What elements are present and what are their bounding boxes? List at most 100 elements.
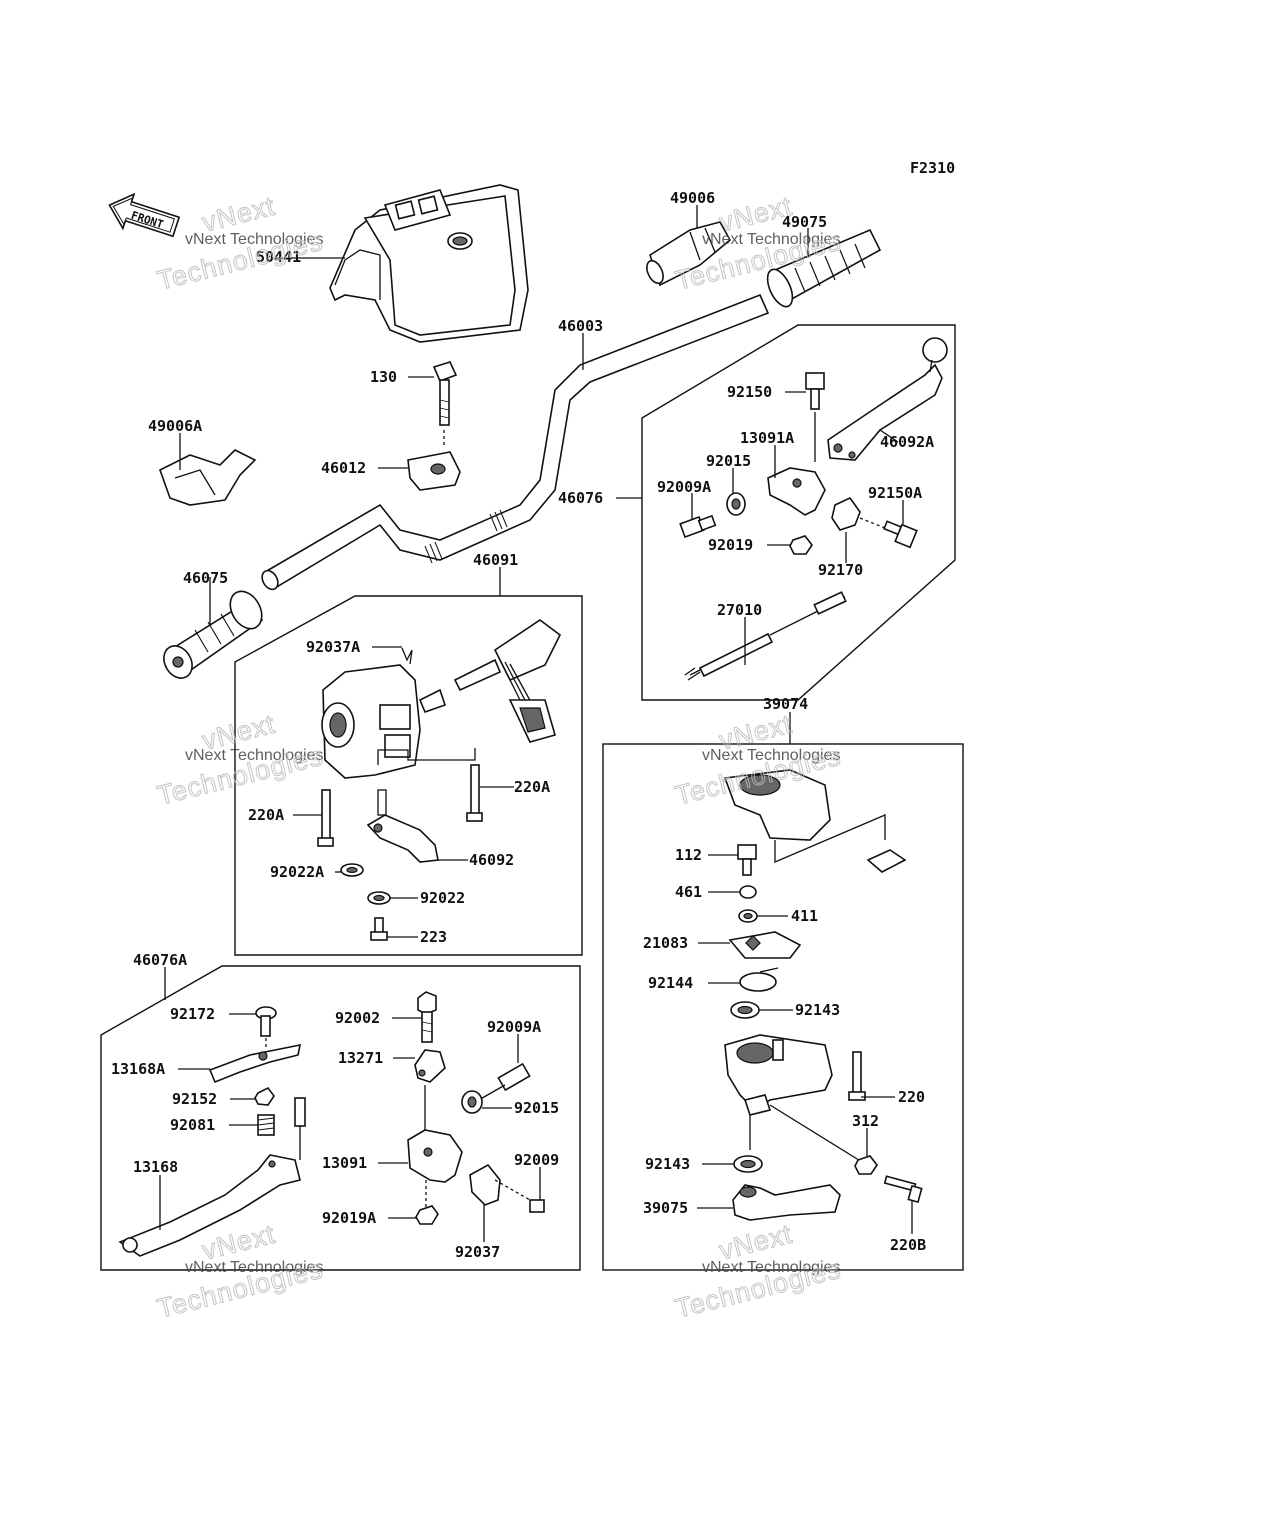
grip-left-drawing (163, 590, 264, 679)
label-46012: 46012 (321, 459, 366, 477)
nut-92015-left-drawing (461, 1090, 483, 1114)
nut-92019A-drawing (415, 1205, 439, 1225)
screw-223-drawing (370, 917, 388, 941)
label-220A-right: 220A (514, 778, 550, 796)
lever-46092-drawing (366, 789, 439, 863)
label-39075: 39075 (643, 1199, 688, 1217)
diagram-id: F2310 (910, 159, 955, 177)
bolt-112-drawing (737, 844, 757, 876)
watermark-text: vNext Technologies (702, 231, 840, 248)
label-92150: 92150 (727, 383, 772, 401)
label-13091: 13091 (322, 1154, 367, 1172)
label-92144: 92144 (648, 974, 693, 992)
screw-220-drawing (848, 1051, 866, 1101)
holder-13091A-drawing (767, 467, 861, 531)
label-27010: 27010 (717, 601, 762, 619)
screw-220B-drawing (883, 1175, 923, 1204)
label-92152: 92152 (172, 1090, 217, 1108)
nut-92019-drawing (789, 535, 813, 555)
front-arrow-icon: FRONT (108, 192, 181, 238)
watermark-text: vNext Technologies (185, 231, 323, 248)
label-92150A: 92150A (868, 484, 922, 502)
label-130: 130 (370, 368, 397, 386)
label-49075: 49075 (782, 213, 827, 231)
grip-end-right-drawing (646, 221, 732, 287)
screws-220A-drawing (317, 748, 483, 847)
bracket-13271-drawing (414, 1049, 446, 1083)
label-220A-left: 220A (248, 806, 284, 824)
label-92037A: 92037A (306, 638, 360, 656)
clip-92037A-drawing (401, 647, 413, 665)
watermark-text: vNext Technologies (702, 1259, 840, 1276)
bolt-130-drawing (432, 361, 458, 448)
label-92022: 92022 (420, 889, 465, 907)
clamp-92037-drawing (469, 1163, 501, 1206)
nut-92015-drawing (726, 492, 746, 516)
label-92170: 92170 (818, 561, 863, 579)
label-92019: 92019 (708, 536, 753, 554)
label-92009A-left: 92009A (487, 1018, 541, 1036)
label-92002: 92002 (335, 1009, 380, 1027)
label-13168A: 13168A (111, 1060, 165, 1078)
label-92081: 92081 (170, 1116, 215, 1134)
label-461: 461 (675, 883, 702, 901)
washer-411-drawing (738, 909, 758, 923)
nut-92152-drawing (254, 1086, 275, 1106)
cable-27010-drawing (684, 591, 847, 681)
label-49006: 49006 (670, 189, 715, 207)
label-13091A: 13091A (740, 429, 794, 447)
throttle-lever-39075-drawing (732, 1184, 841, 1221)
label-46075: 46075 (183, 569, 228, 587)
label-13168: 13168 (133, 1158, 178, 1176)
adjuster-92009A-drawing (679, 514, 717, 539)
washer-461-drawing (739, 885, 757, 899)
nut-312-drawing (854, 1155, 878, 1175)
bolt-92150A-drawing (859, 517, 918, 549)
label-92172: 92172 (170, 1005, 215, 1023)
label-46092A: 46092A (880, 433, 934, 451)
bolt-92150-drawing (805, 372, 825, 462)
wire-harness-drawing (453, 619, 562, 743)
label-46092: 46092 (469, 851, 514, 869)
label-46076A: 46076A (133, 951, 187, 969)
watermark-text: vNext Technologies (185, 1259, 323, 1276)
label-92022A: 92022A (270, 863, 324, 881)
label-13271: 13271 (338, 1049, 383, 1067)
watermark-mid-left: vNext vNext Technologies Technologies (154, 708, 327, 811)
washer-92022-drawing (367, 891, 391, 905)
holder-13091-drawing (407, 1085, 463, 1208)
throttle-cover-drawing (723, 769, 907, 873)
screw-92172-drawing (255, 1006, 277, 1050)
label-39074: 39074 (763, 695, 808, 713)
leader-lines (159, 205, 913, 1242)
spring-92081-drawing (257, 1097, 306, 1145)
handlebar-clamp-drawing (407, 451, 461, 491)
throttle-case-drawing (724, 1034, 863, 1163)
box-46091 (234, 595, 583, 956)
label-92009: 92009 (514, 1151, 559, 1169)
label-21083: 21083 (643, 934, 688, 952)
label-46076: 46076 (558, 489, 603, 507)
lever-46092A-drawing (827, 337, 948, 461)
box-46076 (641, 324, 956, 701)
watermark-text: vNext Technologies (185, 747, 323, 764)
label-92019A: 92019A (322, 1209, 376, 1227)
label-411: 411 (791, 907, 818, 925)
bolt-92002-drawing (417, 991, 437, 1043)
label-92143-lower: 92143 (645, 1155, 690, 1173)
lever-13168-drawing (118, 1145, 301, 1257)
label-50441: 50441 (256, 248, 301, 266)
box-46076A (100, 965, 581, 1271)
plate-21083-drawing (728, 931, 802, 959)
part-labels: 50441 49006 49075 46003 130 46012 49006A… (111, 189, 934, 1261)
label-92143-upper: 92143 (795, 1001, 840, 1019)
watermark-top-left: vNext vNext Technologies Technologies (154, 190, 327, 296)
label-223: 223 (420, 928, 447, 946)
washer-92022A-drawing (340, 863, 364, 877)
plate-13168A-drawing (208, 1043, 302, 1084)
grip-right-drawing (766, 228, 882, 308)
label-46003: 46003 (558, 317, 603, 335)
spring-92144-drawing (739, 967, 779, 992)
label-112: 112 (675, 846, 702, 864)
